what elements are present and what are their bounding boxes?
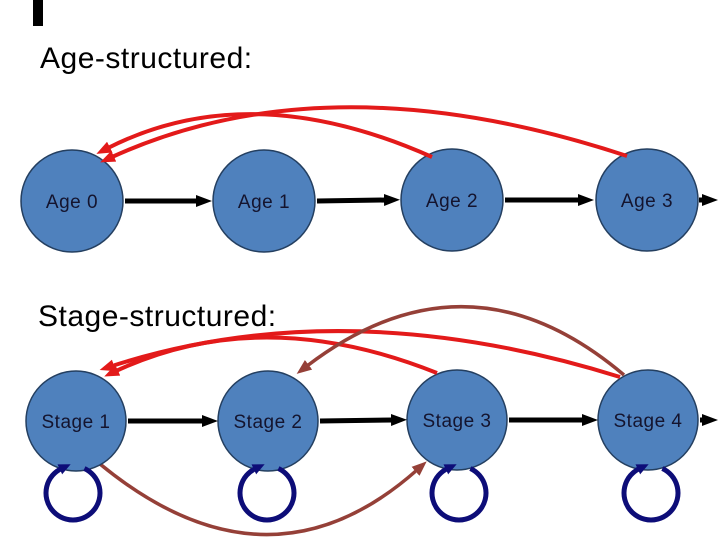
- stage-section-title: Stage-structured:: [38, 300, 277, 333]
- node-stage-1: [25, 370, 127, 472]
- node-age-1-label: Age 1: [238, 192, 290, 213]
- node-age-0: [20, 149, 124, 253]
- node-stage-1-label: Stage 1: [42, 412, 111, 433]
- node-stage-3: [406, 369, 508, 471]
- node-age-3: [595, 148, 699, 252]
- node-age-1: [212, 149, 316, 253]
- stage-row: Stage 1 Stage 2 Stage 3 Stage 4: [25, 305, 718, 537]
- edge-stage4-to-stage1-fecundity-arrow: [99, 329, 621, 379]
- age-row: Age 0 Age 1 Age 2 Age 3: [20, 105, 718, 253]
- edge-stage3-to-stage1-fecundity-arrow: [104, 335, 438, 377]
- node-stage-3-label: Stage 3: [423, 411, 492, 432]
- edge-age1-to-age2-arrow: [316, 194, 400, 207]
- self-loop-stage-1-arrow: [43, 464, 103, 523]
- node-age-2-label: Age 2: [426, 191, 478, 212]
- node-age-0-label: Age 0: [46, 192, 98, 213]
- node-stage-2-label: Stage 2: [234, 412, 303, 433]
- node-stage-4-label: Stage 4: [614, 411, 683, 432]
- node-stage-2: [217, 370, 319, 472]
- edge-stage4-to-stage2-regression-arrow: [296, 305, 626, 377]
- edge-stage2-to-stage3-arrow: [319, 414, 407, 427]
- self-loop-stage-3-arrow: [429, 464, 489, 523]
- node-age-2: [400, 148, 504, 252]
- edge-stage1-to-stage3-skip-arrow: [98, 461, 427, 537]
- edge-age3-to-age0-fecundity-arrow: [100, 105, 628, 163]
- node-age-3-label: Age 3: [621, 191, 673, 212]
- self-loop-stage-4-arrow: [621, 464, 681, 523]
- self-loop-stage-2-arrow: [237, 464, 297, 523]
- age-section-title: Age-structured:: [40, 42, 253, 75]
- slide-corner-mark: [33, 0, 43, 26]
